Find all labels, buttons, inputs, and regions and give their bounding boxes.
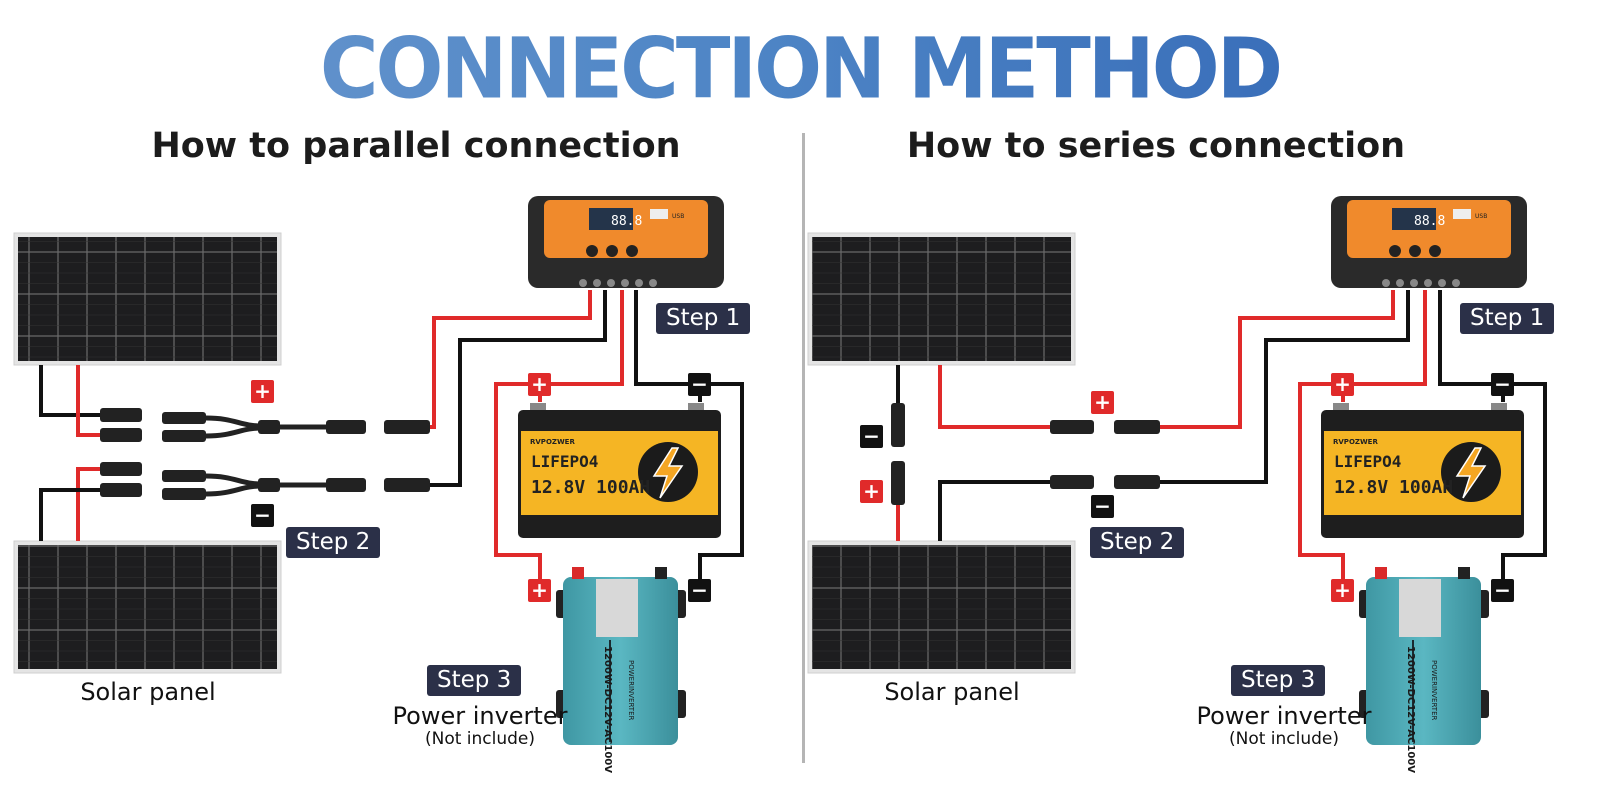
svg-text:−: − [254, 503, 271, 527]
battery-chem-right: LIFEPO4 [1334, 452, 1401, 471]
series-inverter-note: (Not include) [1228, 729, 1340, 749]
controller-display-left: 88.8 [611, 214, 642, 229]
svg-text:−: − [863, 424, 880, 448]
parallel-inverter-label: Power inverter [392, 702, 568, 730]
series-step1-badge: Step 1 [1460, 303, 1555, 334]
series-heading: How to series connection [906, 126, 1406, 166]
mc4-connectors-series [891, 403, 1160, 505]
solar-panel-bottom-right [807, 540, 1076, 674]
parallel-step2-badge: Step 2 [286, 527, 381, 558]
power-inverter-right [1359, 567, 1489, 745]
series-step3-badge: Step 3 [1231, 665, 1326, 696]
series-inverter-label: Power inverter [1196, 702, 1372, 730]
plus-mark-inverter-right: + [1331, 578, 1354, 602]
plus-mark-battery-right: + [1331, 372, 1354, 396]
minus-mark-series-connector: − [1091, 494, 1114, 518]
section-divider [802, 133, 805, 763]
svg-text:+: + [1094, 390, 1111, 414]
parallel-step3-badge: Step 3 [427, 665, 522, 696]
inverter-brand-right: POWERINVERTER [1430, 660, 1438, 721]
minus-mark-inverter-right: − [1491, 578, 1514, 602]
parallel-heading: How to parallel connection [151, 126, 681, 166]
plus-mark-series-connector: + [1091, 390, 1114, 414]
svg-text:+: + [1334, 578, 1351, 602]
series-step2-badge: Step 2 [1090, 527, 1185, 558]
plus-mark-panel: + [251, 379, 274, 403]
minus-mark-inverter: − [688, 578, 711, 602]
svg-text:−: − [1494, 578, 1511, 602]
charge-controller-right [1331, 196, 1527, 288]
parallel-solar-panel-label: Solar panel [80, 678, 216, 706]
controller-usb-label-right: USB [1475, 213, 1487, 220]
parallel-pv-wires [430, 290, 607, 487]
mc4-connectors-panel-side [100, 408, 142, 497]
charge-controller-left [528, 196, 724, 288]
lifepo4-battery-right [1321, 403, 1524, 538]
solar-panel-top-left [13, 232, 282, 366]
svg-text:−: − [1094, 494, 1111, 518]
parallel-panel-wires [39, 365, 104, 541]
svg-text:+: + [531, 578, 548, 602]
battery-rating-right: 12.8V 100AH [1334, 477, 1453, 498]
lifepo4-battery-left [518, 403, 721, 538]
solar-panel-top-right [807, 232, 1076, 366]
inverter-model-right: 1200W-DC12V-AC100V [1405, 646, 1416, 773]
y-branch-connector-negative [162, 470, 366, 500]
inverter-model-left: 1200W-DC12V-AC100V [602, 646, 613, 773]
plus-mark-battery: + [528, 372, 551, 396]
battery-brand-left: RVPOZWER [530, 438, 575, 446]
svg-text:+: + [254, 379, 271, 403]
polarity-marks-right: − + + − + − + − [860, 372, 1514, 602]
battery-chem-left: LIFEPO4 [531, 452, 598, 471]
minus-mark-battery: − [688, 372, 711, 396]
battery-brand-right: RVPOZWER [1333, 438, 1378, 446]
svg-text:−: − [1494, 372, 1511, 396]
series-wires [896, 290, 1547, 585]
minus-mark-series-top: − [860, 424, 883, 448]
controller-display-right: 88.8 [1414, 214, 1445, 229]
solar-panel-bottom-left [13, 540, 282, 674]
plus-mark-series-bottom: + [860, 479, 883, 503]
parallel-step1-badge: Step 1 [656, 303, 751, 334]
power-inverter-left [556, 567, 686, 745]
main-title: CONNECTION METHOD [0, 21, 1600, 117]
svg-text:−: − [691, 372, 708, 396]
parallel-inverter-note: (Not include) [424, 729, 536, 749]
svg-text:+: + [531, 372, 548, 396]
minus-mark-battery-right: − [1491, 372, 1514, 396]
series-solar-panel-label: Solar panel [884, 678, 1020, 706]
y-branch-connector-positive [162, 412, 366, 442]
controller-usb-label-left: USB [672, 213, 684, 220]
svg-text:+: + [863, 479, 880, 503]
svg-text:−: − [691, 578, 708, 602]
plus-mark-inverter: + [528, 578, 551, 602]
mc4-connectors-controller-side-left [384, 420, 430, 492]
svg-text:+: + [1334, 372, 1351, 396]
minus-mark-panel: − [251, 503, 274, 527]
polarity-marks-left: + − + − + − [251, 372, 711, 602]
inverter-brand-left: POWERINVERTER [627, 660, 635, 721]
battery-rating-left: 12.8V 100AH [531, 477, 650, 498]
